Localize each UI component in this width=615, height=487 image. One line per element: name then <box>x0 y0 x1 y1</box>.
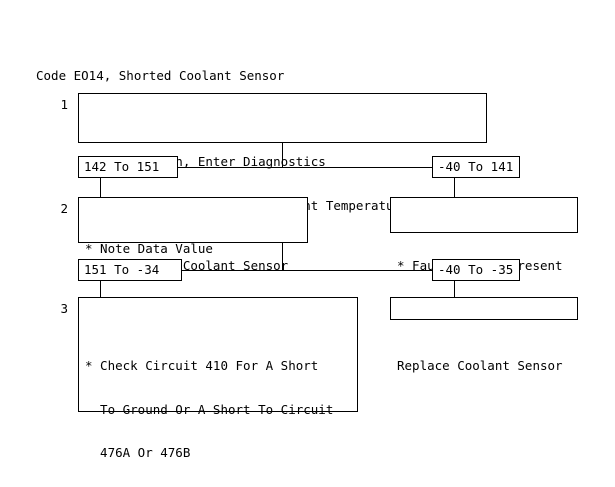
connector-step1-stem <box>282 143 283 167</box>
outcome-fault-not-present-box: * Fault Is Not Present * See Intermitten… <box>390 197 578 316</box>
outcome-2-lines: Replace Coolant Sensor <box>397 330 572 403</box>
step-number-1: 1 <box>60 97 68 112</box>
connector-tier2-left-drop <box>100 281 101 297</box>
connector-tier1-right-drop <box>454 178 455 197</box>
step-number-2: 2 <box>60 201 68 216</box>
range-box-151-to-neg34: 151 To -34 <box>78 259 182 281</box>
step-3-line-2: To Ground Or A Short To Circuit <box>85 401 334 417</box>
step-1-line-3: * Note Data Value <box>85 241 213 256</box>
step-1-box: * Ignition On, Enter Diagnostics * Selec… <box>78 93 487 256</box>
range-box-neg40-to-141: -40 To 141 <box>432 156 520 178</box>
step-3-line-3: 476A Or 476B <box>85 445 191 460</box>
range-box-neg40-to-neg35: -40 To -35 <box>432 259 520 281</box>
outcome-2-line-1: Replace Coolant Sensor <box>397 358 563 373</box>
connector-tier1-bus <box>178 167 432 168</box>
step-3-line-1: * Check Circuit 410 For A Short <box>85 358 319 373</box>
range-box-142-to-151: 142 To 151 <box>78 156 178 178</box>
page-title: Code EO14, Shorted Coolant Sensor <box>36 68 285 83</box>
connector-tier2-bus <box>182 270 432 271</box>
step-2-box: * Disconnect Coolant Sensor Connector * … <box>78 197 308 360</box>
step-3-box: * Check Circuit 410 For A Short To Groun… <box>78 297 358 460</box>
connector-tier1-left-drop <box>100 178 101 197</box>
step-3-lines: * Check Circuit 410 For A Short To Groun… <box>85 330 352 487</box>
connector-tier2-right-drop <box>454 281 455 297</box>
connector-step2-stem <box>282 243 283 270</box>
step-number-3: 3 <box>60 301 68 316</box>
outcome-replace-coolant-sensor-box: Replace Coolant Sensor <box>390 297 578 373</box>
